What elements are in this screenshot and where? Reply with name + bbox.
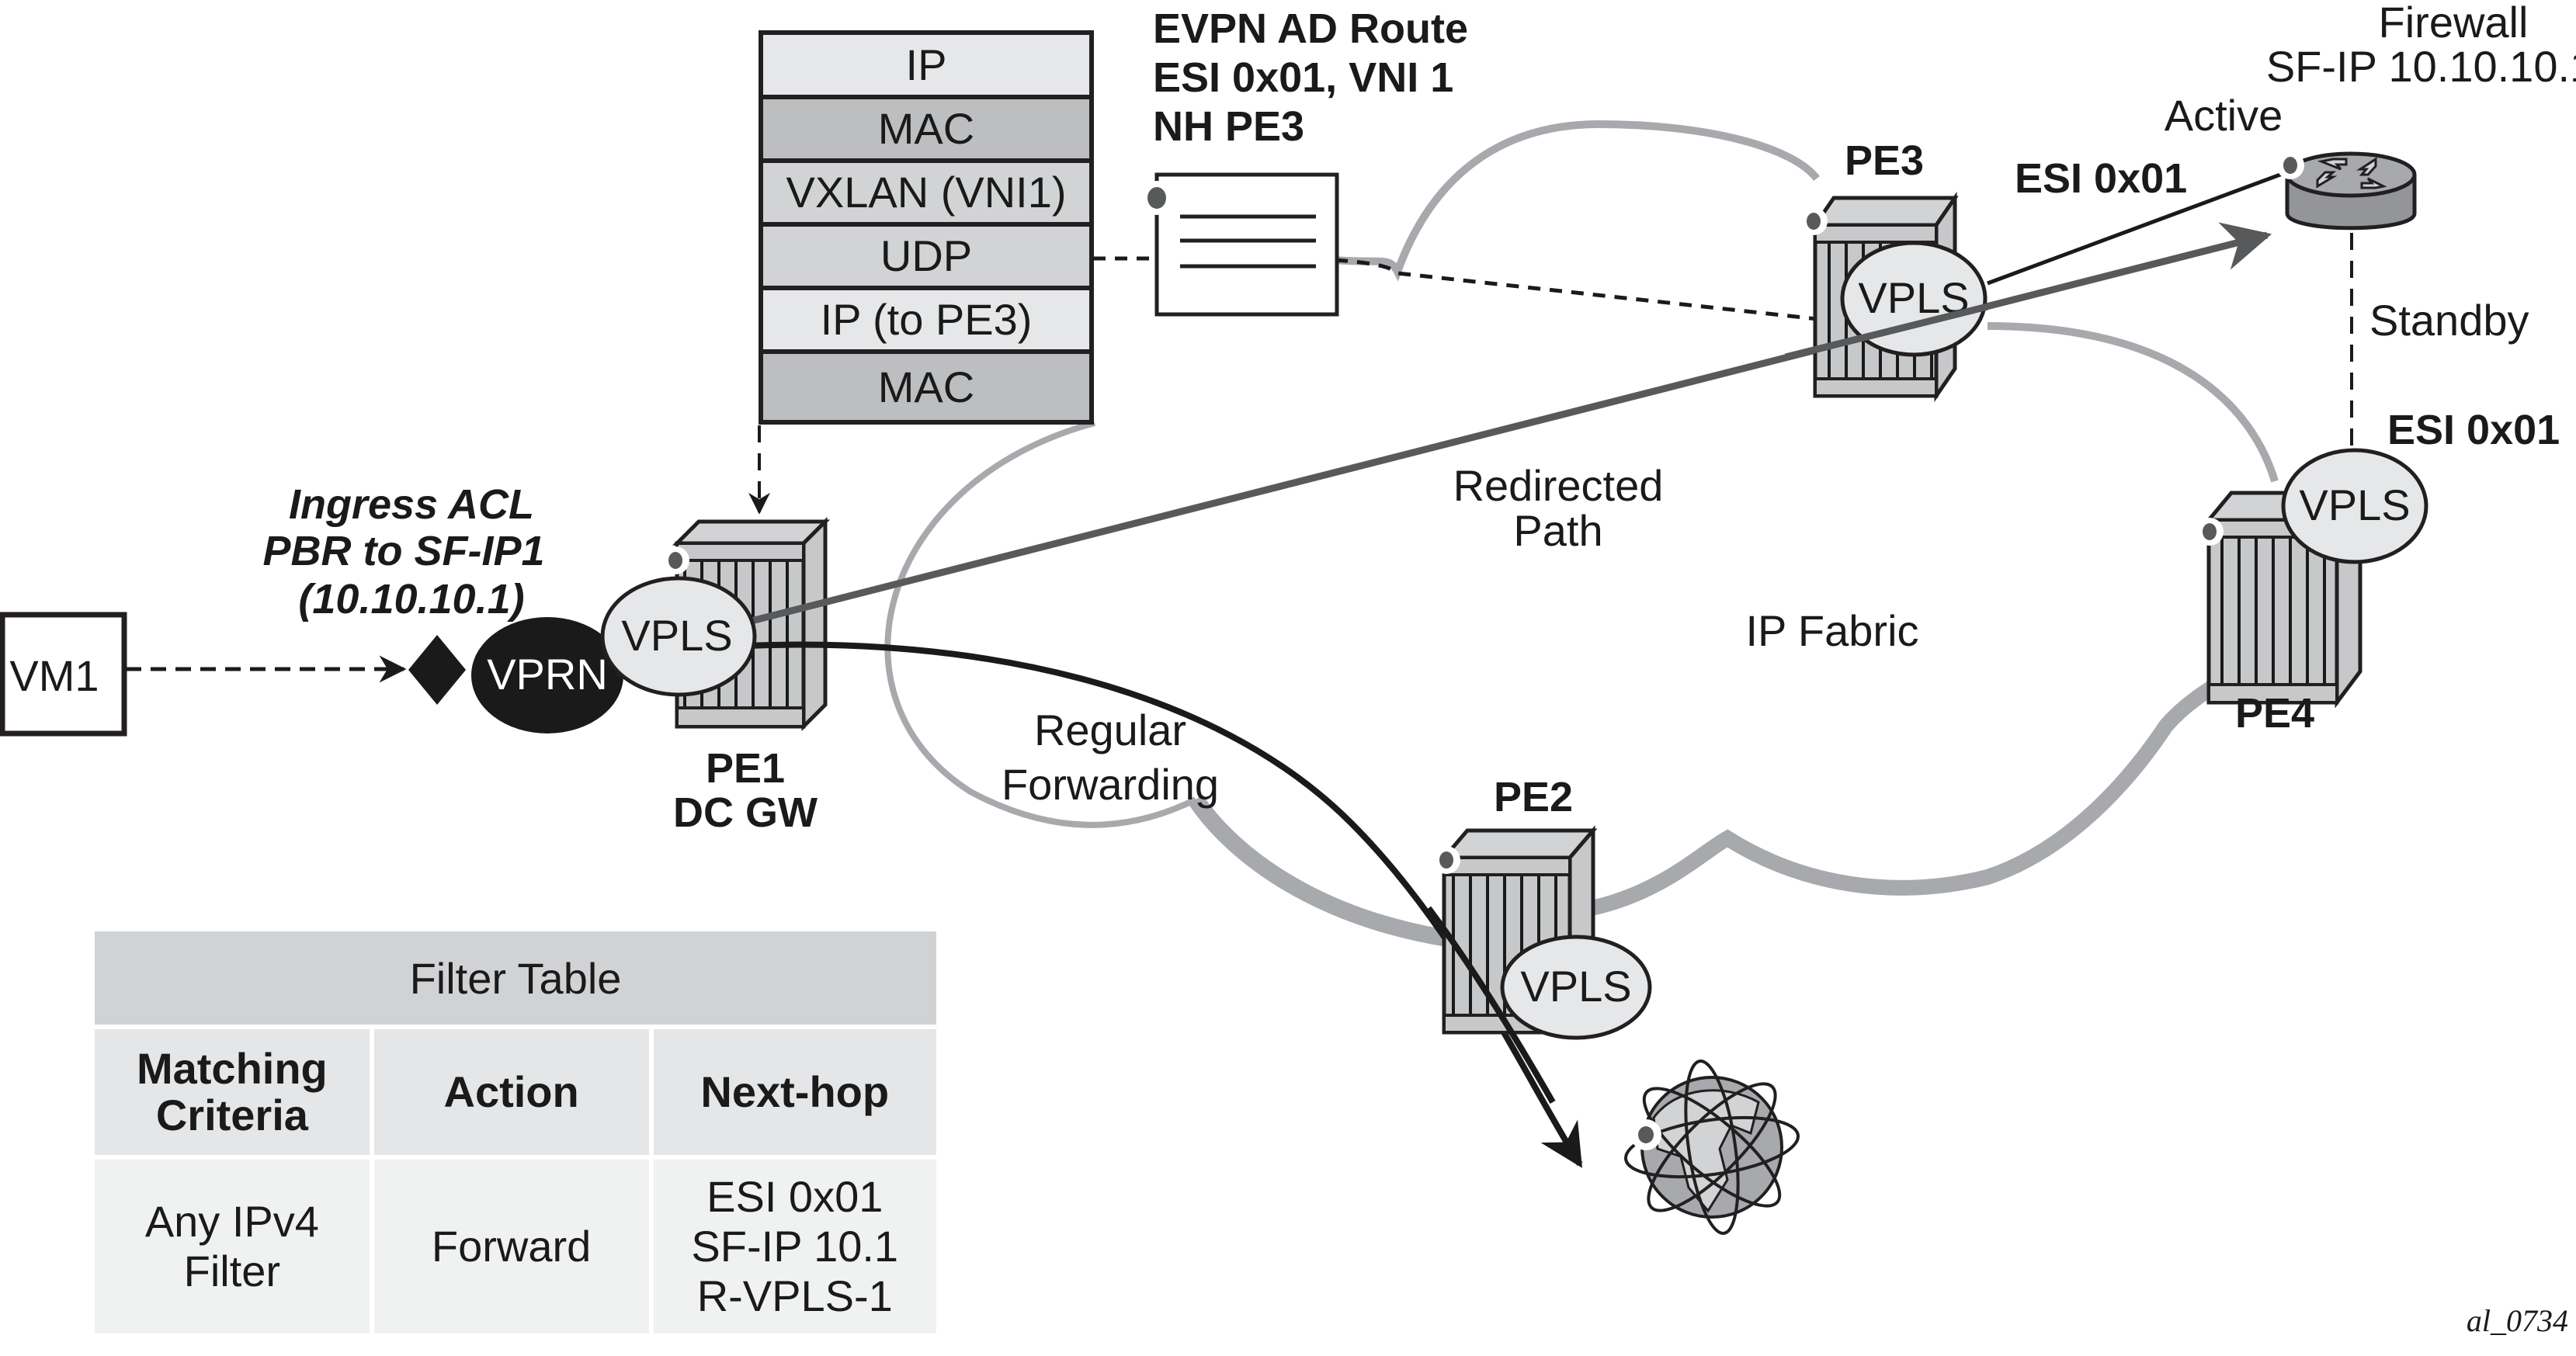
pe4-name: PE4 [2235,690,2314,737]
header-line: Matching [136,1044,328,1093]
ingress-acl-line-2: PBR to SF-IP1 [262,528,544,574]
pe3-to-firewall-link [1987,170,2287,286]
regular-forwarding-arrow [745,641,1583,1168]
cell-line: SF-IP 10.1 [691,1222,899,1271]
pe1-vpls-label: VPLS [621,611,732,660]
vm1-box[interactable]: VM1 [0,612,127,737]
acl-filter-diamond-icon[interactable] [408,635,466,705]
evpn-route-line-3: NH PE3 [1153,103,1304,150]
firewall-router-icon[interactable] [2276,151,2417,231]
regular-forwarding-label-line-1: Regular [1034,706,1186,754]
stack-row-bg [763,162,1089,223]
pe2-name: PE2 [1494,774,1573,820]
redirected-path-label-line-2: Path [1513,506,1602,555]
filter-table-header-action: Action [373,1029,649,1155]
filter-row-match: Any IPv4 Filter [95,1160,370,1333]
stack-row-vxlan: VXLAN (VNI1) [786,168,1067,217]
stack-row-bg [763,99,1089,159]
firewall-standby-label: Standby [2369,296,2529,345]
redirected-path-arrow [744,222,2272,626]
evpn-route-label: EVPN AD Route ESI 0x01, VNI 1 NH PE3 [1153,5,1468,150]
internet-globe-icon[interactable] [1622,1058,1802,1236]
evpn-route-line-1: EVPN AD Route [1153,5,1468,52]
firewall-sf-ip: SF-IP 10.10.10.1 [2266,42,2576,91]
pe4-vpls-label: VPLS [2299,480,2410,529]
pe2-vpls-label: VPLS [1520,962,1631,1011]
filter-table-header-next-hop: Next-hop [653,1029,936,1155]
filter-table-title: Filter Table [95,931,936,1025]
filter-table-row: Any IPv4 Filter Forward ESI 0x01 SF-IP 1… [95,1160,936,1333]
pe3-vpls-ellipse[interactable] [1840,241,1988,357]
firewall-active-label: Active [2165,91,2283,140]
cell-line: Filter [183,1247,281,1295]
stack-row-bg [763,35,1089,95]
pe1-vpls-ellipse[interactable] [600,576,757,697]
pe4-esi-label: ESI 0x01 [2387,407,2560,453]
cell-line: R-VPLS-1 [696,1271,893,1320]
figure-id: al_0734 [2466,1303,2568,1338]
pe3-name: PE3 [1845,137,1924,184]
stack-row-outer-ip: IP (to PE3) [821,295,1033,344]
evpn-route-document-icon [1140,172,1339,317]
pe1-vprn-ellipse[interactable] [471,617,623,733]
stack-row-mac: MAC [878,104,974,153]
firewall-title: Firewall [2379,0,2529,47]
ingress-acl-label: Ingress ACL PBR to SF-IP1 (10.10.10.1) [262,481,544,623]
ingress-acl-line-1: Ingress ACL [289,481,534,528]
stack-row-bg [763,290,1089,350]
redirected-path-overlay [1784,303,1989,361]
pe1-name: PE1 [706,745,785,792]
header-line: Criteria [155,1091,308,1139]
route-advertisement-line [1093,256,1825,322]
stack-row-ip: IP [906,40,947,89]
pe1-subtitle: DC GW [673,789,818,836]
ip-fabric-cloud [884,120,2279,948]
pe2-vpls-ellipse[interactable] [1500,935,1652,1040]
filter-table-header-matching: Matching Criteria [95,1029,370,1155]
redirected-path-label-line-1: Redirected [1453,461,1664,510]
regular-forwarding-label-line-2: Forwarding [1002,760,1219,809]
stack-row-bg [763,226,1089,286]
filter-row-next-hop: ESI 0x01 SF-IP 10.1 R-VPLS-1 [653,1160,936,1333]
filter-row-action: Forward [373,1160,649,1333]
encapsulation-stack: IP MAC VXLAN (VNI1) UDP IP (to PE3) MAC [759,30,1094,425]
ingress-acl-line-3: (10.10.10.1) [298,576,524,623]
stack-row-bg [763,353,1089,420]
stack-row-outer-mac: MAC [878,362,974,411]
pe3-esi-label: ESI 0x01 [2015,155,2187,202]
pe1-vprn-label: VPRN [487,650,608,699]
pe4-vpls-ellipse[interactable] [2281,448,2428,564]
vm1-label: VM1 [9,651,99,700]
evpn-route-line-2: ESI 0x01, VNI 1 [1153,54,1453,101]
ip-fabric-label: IP Fabric [1745,606,1918,655]
cell-line: ESI 0x01 [706,1172,884,1221]
stack-row-udp: UDP [880,231,972,280]
regular-forwarding-overlay [1425,906,1556,1104]
filter-table: Filter Table Matching Criteria Action Ne… [90,927,941,1338]
cell-line: Any IPv4 [144,1197,319,1246]
